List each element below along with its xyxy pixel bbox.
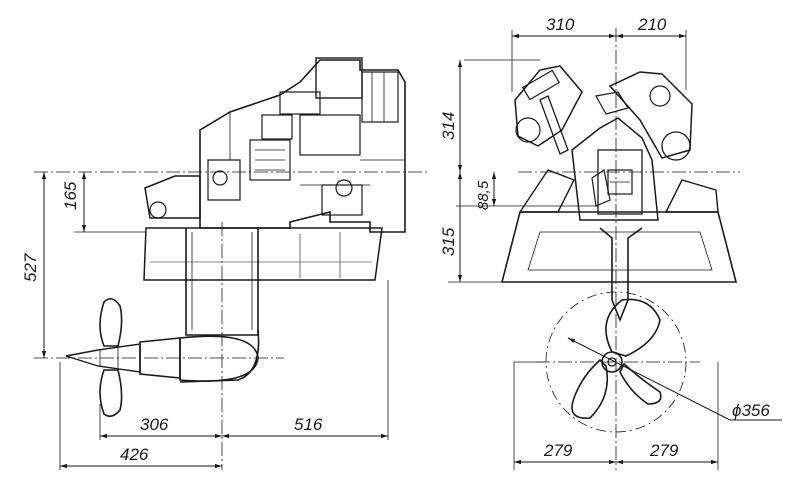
dim-diameter-leader [567,337,731,421]
side-view: 165 527 306 516 426 [21,57,430,470]
front-drive-leg [599,227,643,323]
dim-310-label: 310 [546,15,575,34]
front-blade-upper [605,298,661,357]
dim-210-label: 210 [637,15,667,34]
front-blade-lower-left [571,358,609,419]
front-housing [144,175,201,219]
engine-manifold [299,114,361,156]
dim-527-label: 527 [21,253,40,282]
engine-mount-rear [335,179,353,197]
engine-filter [315,57,363,99]
dim-279-right-label: 279 [649,441,679,460]
front-base [500,211,738,283]
cyl-head-left [514,65,583,147]
prop-blade-lower [99,369,123,418]
side-base [143,227,383,281]
dim-516-label: 516 [294,415,323,434]
torpedo-body [179,335,259,382]
dim-314-label: 314 [439,112,458,140]
dim-165-label: 165 [61,181,80,210]
front-blade-lower-right [619,362,662,405]
engine-mount-front [149,201,167,219]
skeg [179,329,260,383]
prop-blade-upper [99,298,123,347]
dim-426-label: 426 [120,445,149,464]
engine-pump [249,139,291,181]
dim-diameter-label: ϕ356 [732,401,770,420]
dim-315-label: 315 [439,227,458,256]
cyl-head-right [608,71,693,159]
dim-88-5-label: 88,5 [475,180,492,210]
alternator [661,131,691,161]
foot-left [518,169,575,213]
foot-right [664,179,719,213]
dim-306-label: 306 [140,415,169,434]
center-block [571,117,659,221]
front-view: 310 210 314 88,5 315 279 279 ϕ356 [439,15,782,470]
dim-279-left-label: 279 [543,441,573,460]
engine-body [199,59,406,233]
base-stipple [299,232,341,278]
engine-cover [361,71,399,123]
center-housing [597,149,643,215]
